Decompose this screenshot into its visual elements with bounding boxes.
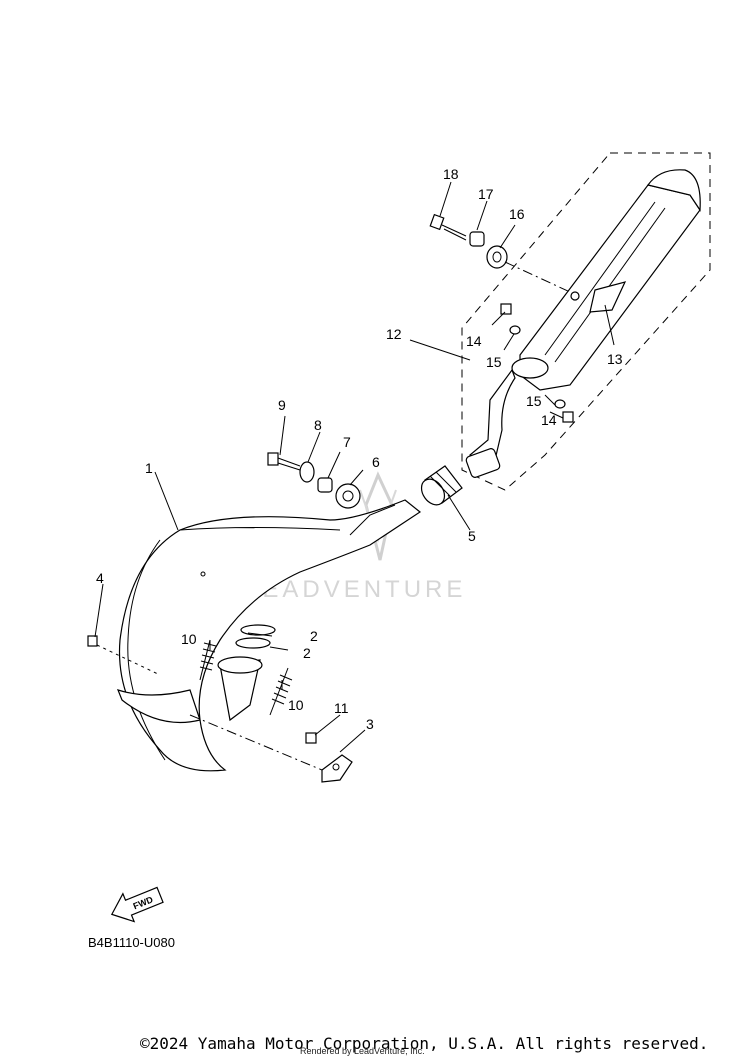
pipe-bracket-hardware: [87, 635, 353, 783]
callout-4: 4: [96, 570, 104, 586]
callout-10a: 10: [181, 631, 197, 647]
callout-10b: 10: [288, 697, 304, 713]
forward-direction-arrow: FWD: [110, 886, 164, 923]
callout-13: 13: [607, 351, 623, 367]
springs: [199, 639, 293, 716]
callout-2b: 2: [303, 645, 311, 661]
silencer: [465, 169, 701, 478]
gaskets: [235, 624, 276, 649]
callout-1: 1: [145, 460, 153, 476]
callout-3: 3: [366, 716, 374, 732]
callout-2a: 2: [310, 628, 318, 644]
callout-14b: 14: [541, 412, 557, 428]
callout-18: 18: [443, 166, 459, 182]
leader-lines: [94, 181, 615, 753]
pipe-mount-hardware: [267, 452, 361, 509]
callout-15a: 15: [486, 354, 502, 370]
callout-6: 6: [372, 454, 380, 470]
exhaust-pipe: [116, 499, 422, 772]
copyright-notice: ©2024 Yamaha Motor Corporation, U.S.A. A…: [140, 1034, 709, 1053]
silencer-group-boundary: [461, 152, 711, 491]
silencer-bolts-washers: [500, 303, 574, 423]
callout-numbers: 1 2 2 3 4 5 6 7 8 9 10 10 11 12 13 14 14…: [96, 166, 623, 732]
callout-5: 5: [468, 528, 476, 544]
exhaust-joint: [420, 465, 463, 506]
callout-8: 8: [314, 417, 322, 433]
callout-12: 12: [386, 326, 402, 342]
callout-15b: 15: [526, 393, 542, 409]
callout-9: 9: [278, 397, 286, 413]
callout-17: 17: [478, 186, 494, 202]
callout-16: 16: [509, 206, 525, 222]
rendered-by-credit: Rendered by LeadVenture, Inc.: [300, 1046, 425, 1056]
callout-7: 7: [343, 434, 351, 450]
callout-11: 11: [334, 700, 349, 716]
callout-14a: 14: [466, 333, 482, 349]
silencer-mount-hardware: [429, 213, 571, 293]
diagram-code: B4B1110-U080: [88, 935, 175, 950]
